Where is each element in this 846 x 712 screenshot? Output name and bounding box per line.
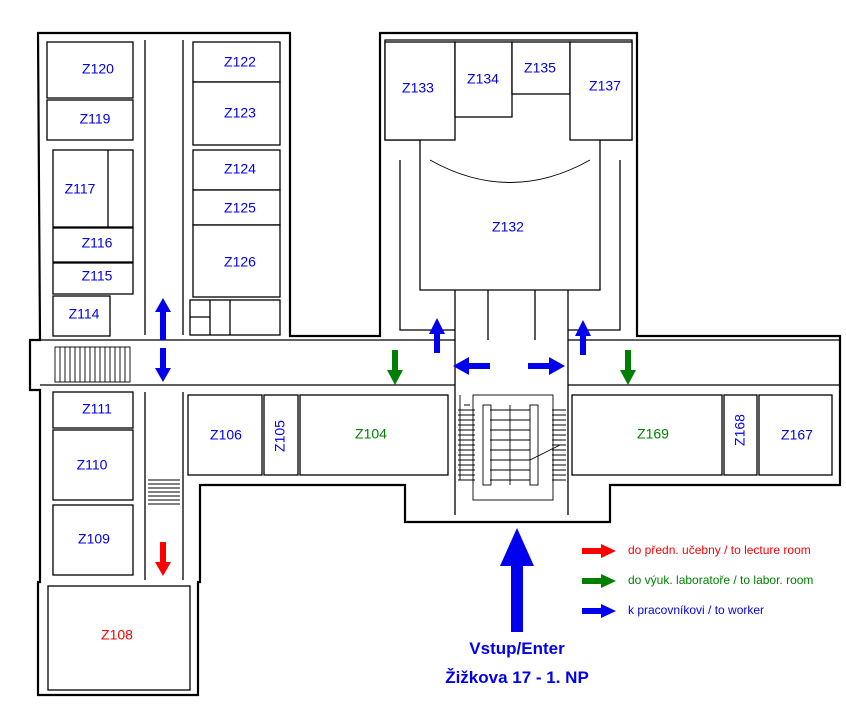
room-z126[interactable]: Z126 xyxy=(192,224,281,298)
room-label: Z108 xyxy=(101,627,133,643)
room-label: Z168 xyxy=(732,414,748,446)
room-label: Z169 xyxy=(637,426,669,442)
arrow-down-green-icon xyxy=(620,350,636,385)
room-z135[interactable]: Z135 xyxy=(511,41,571,95)
room-z167[interactable]: Z167 xyxy=(758,394,833,476)
room-z124[interactable]: Z124 xyxy=(192,149,281,191)
room-label: Z114 xyxy=(69,306,100,322)
arrow-down-red-icon xyxy=(155,542,171,576)
arrow-left-blue-icon xyxy=(453,357,490,375)
room-z114[interactable]: Z114 xyxy=(52,295,111,337)
room-label: Z105 xyxy=(272,420,288,452)
stairs-entrance xyxy=(458,394,566,501)
room-label: Z126 xyxy=(224,254,256,270)
arrow-right-green-icon xyxy=(582,574,616,588)
stairs-west xyxy=(54,346,131,383)
room-label: Z115 xyxy=(82,268,113,284)
legend-text: do předn. učebny / to lecture room xyxy=(628,543,811,557)
legend-item-lecture-room: do předn. učebny / to lecture room xyxy=(582,543,811,558)
room-z115[interactable]: Z115 xyxy=(52,262,134,295)
arrow-down-blue-icon xyxy=(155,348,171,382)
arrow-up-blue-icon xyxy=(155,298,171,340)
room-z133[interactable]: Z133 xyxy=(384,41,456,141)
room-label: Z122 xyxy=(224,54,256,70)
stairs-south-corridor xyxy=(148,479,180,505)
room-z105[interactable]: Z105 xyxy=(263,394,299,476)
room-label: Z124 xyxy=(224,161,256,177)
room-label: Z120 xyxy=(82,61,114,77)
arrow-right-blue-icon xyxy=(582,604,616,618)
arrow-up-blue-icon xyxy=(575,320,591,355)
legend-item-worker: k pracovníkovi / to worker xyxy=(582,603,764,618)
room-label: Z133 xyxy=(402,80,434,96)
room-z108[interactable]: Z108 xyxy=(47,585,191,691)
room-z109[interactable]: Z109 xyxy=(52,504,134,576)
room-label: Z106 xyxy=(210,427,242,443)
floor-label: Žižkova 17 - 1. NP xyxy=(445,668,589,687)
room-z168[interactable]: Z168 xyxy=(723,394,758,476)
room-label: Z125 xyxy=(224,200,256,216)
room-label: Z116 xyxy=(82,235,113,251)
rooms: Z120 Z119 Z117 Z116 Z115 Z114 Z122 Z123 … xyxy=(46,41,833,691)
room-label: Z109 xyxy=(78,531,110,547)
room-label: Z135 xyxy=(524,60,556,76)
legend-item-lab-room: do výuk. laboratoře / to labor. room xyxy=(582,573,813,588)
room-z106[interactable]: Z106 xyxy=(187,394,263,476)
room-z111[interactable]: Z111 xyxy=(52,391,134,429)
room-label: Z134 xyxy=(467,71,499,87)
legend-text: k pracovníkovi / to worker xyxy=(628,603,764,617)
room-z116[interactable]: Z116 xyxy=(52,227,134,263)
room-z137[interactable]: Z137 xyxy=(569,41,633,141)
room-z134[interactable]: Z134 xyxy=(454,41,513,118)
west-wing-outline xyxy=(28,31,842,697)
room-label: Z117 xyxy=(65,181,96,197)
room-label: Z137 xyxy=(589,78,621,94)
room-z125[interactable]: Z125 xyxy=(192,189,281,226)
room-z110[interactable]: Z110 xyxy=(52,429,134,501)
room-z169[interactable]: Z169 xyxy=(571,394,723,476)
legend-text: do výuk. laboratoře / to labor. room xyxy=(628,573,813,587)
room-label: Z104 xyxy=(355,426,387,442)
room-label: Z111 xyxy=(82,401,112,417)
direction-arrows xyxy=(155,298,636,632)
room-label: Z123 xyxy=(224,105,256,121)
room-z132[interactable]: Z132 xyxy=(492,219,524,235)
arrow-up-blue-icon xyxy=(429,318,445,353)
room-z123[interactable]: Z123 xyxy=(192,81,281,146)
arrow-right-blue-icon xyxy=(528,357,565,375)
room-label: Z119 xyxy=(80,111,111,127)
entrance-label: Vstup/Enter xyxy=(469,639,565,658)
room-z104[interactable]: Z104 xyxy=(299,394,449,476)
arrow-right-red-icon xyxy=(582,544,616,558)
room-label: Z110 xyxy=(77,457,108,473)
room-label: Z132 xyxy=(492,219,524,235)
room-z120[interactable]: Z120 xyxy=(46,41,134,99)
room-z119[interactable]: Z119 xyxy=(46,99,134,141)
toilets xyxy=(189,299,281,336)
room-label: Z167 xyxy=(781,427,813,443)
walls xyxy=(28,31,842,697)
room-z117[interactable]: Z117 xyxy=(52,149,134,228)
arrow-down-green-icon xyxy=(387,350,403,385)
legend: do předn. učebny / to lecture room do vý… xyxy=(582,543,813,618)
entrance-arrow-icon xyxy=(500,528,534,632)
room-z122[interactable]: Z122 xyxy=(192,41,281,83)
